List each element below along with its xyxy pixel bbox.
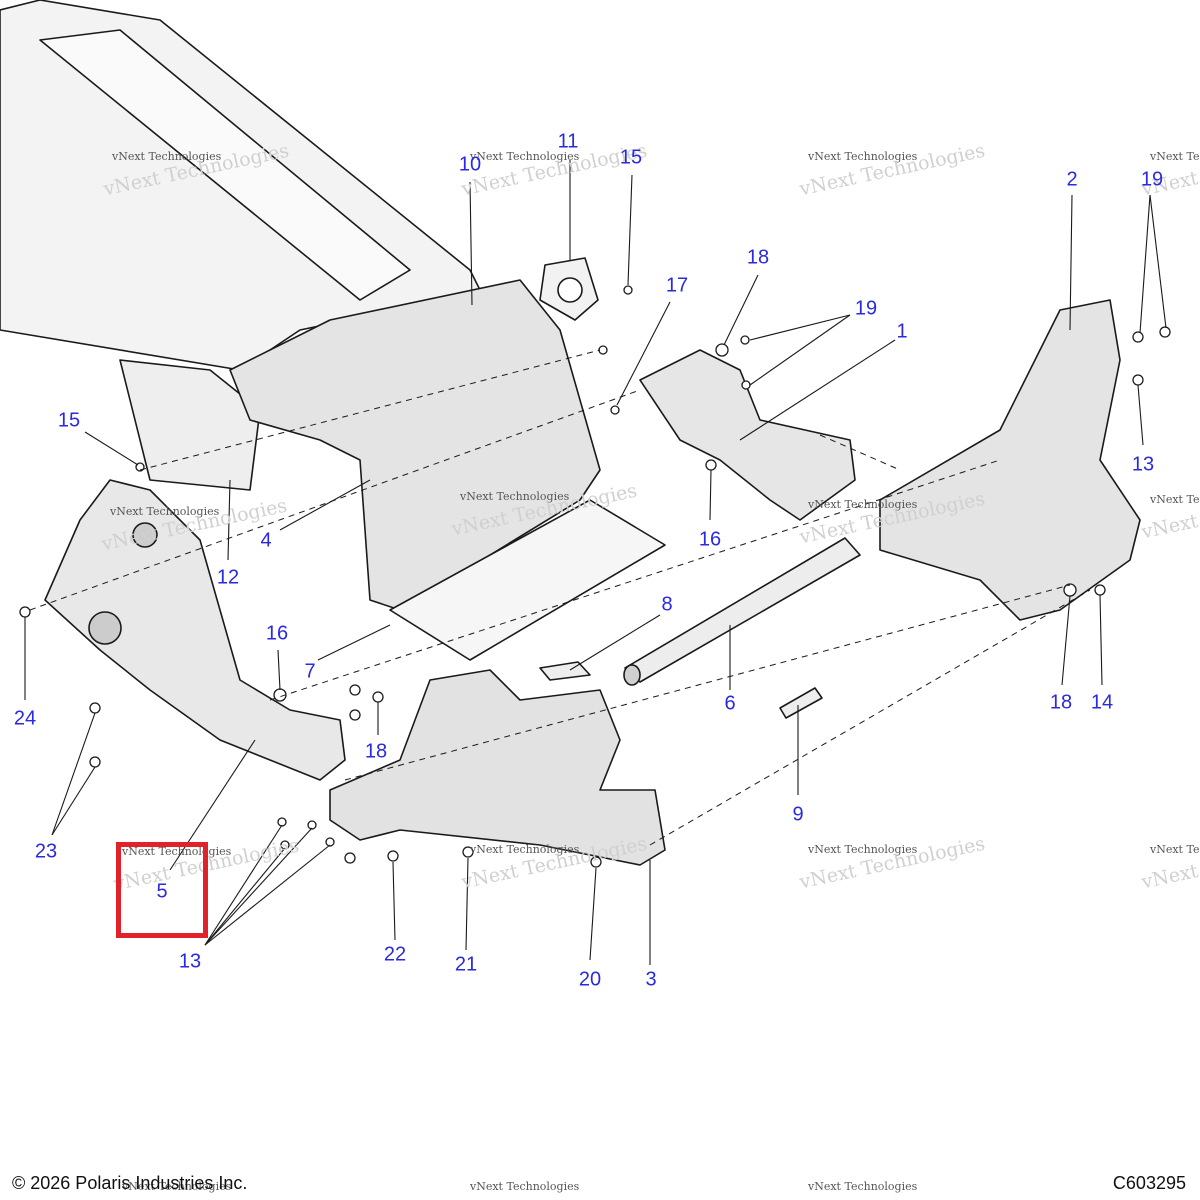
callout-16[interactable]: 16 [698,528,722,551]
callout-18[interactable]: 18 [746,246,770,269]
selected-callout-highlight [116,842,208,938]
callout-13[interactable]: 13 [1131,453,1155,476]
callout-19[interactable]: 19 [1140,168,1164,191]
tube-end [623,664,641,686]
callout-18[interactable]: 18 [1049,691,1073,714]
tube-part-6 [624,537,861,683]
callout-15[interactable]: 15 [57,409,81,432]
callout-14[interactable]: 14 [1090,691,1114,714]
callout-9[interactable]: 9 [792,803,804,826]
callout-11[interactable]: 11 [557,130,579,153]
callout-20[interactable]: 20 [578,968,602,991]
tunnel-top-plate [39,29,411,301]
chaincase-bearing [88,611,122,645]
callout-1[interactable]: 1 [896,320,908,343]
tunnel-side-panel [119,359,261,491]
link-part-8 [539,661,591,681]
bellypan-part-7 [389,499,666,661]
link-part-9 [779,687,823,719]
callout-18[interactable]: 18 [364,740,388,763]
callout-17[interactable]: 17 [665,274,689,297]
frame-part-2 [879,299,1141,621]
chaincase-hub [132,522,158,548]
callout-7[interactable]: 7 [304,660,316,683]
callout-19[interactable]: 19 [854,297,878,320]
callout-15[interactable]: 15 [619,146,643,169]
callout-6[interactable]: 6 [724,692,736,715]
diagram-id: C603295 [1112,1173,1186,1193]
callout-22[interactable]: 22 [383,943,407,966]
copyright-text: © 2026 Polaris Industries Inc. [12,1173,248,1193]
callout-16[interactable]: 16 [265,622,289,645]
callout-4[interactable]: 4 [260,529,272,552]
gasket-hole [557,277,583,303]
lower-frame-part-3 [329,669,666,866]
callout-12[interactable]: 12 [216,566,240,589]
callout-21[interactable]: 21 [454,953,478,976]
callout-13[interactable]: 13 [178,950,202,973]
callout-24[interactable]: 24 [13,707,37,730]
callout-23[interactable]: 23 [34,840,58,863]
callout-2[interactable]: 2 [1066,168,1078,191]
callout-3[interactable]: 3 [645,968,657,991]
callout-5[interactable]: 5 [156,880,168,903]
chaincase-part-12 [44,479,346,781]
callout-10[interactable]: 10 [458,153,482,176]
callout-8[interactable]: 8 [661,593,673,616]
